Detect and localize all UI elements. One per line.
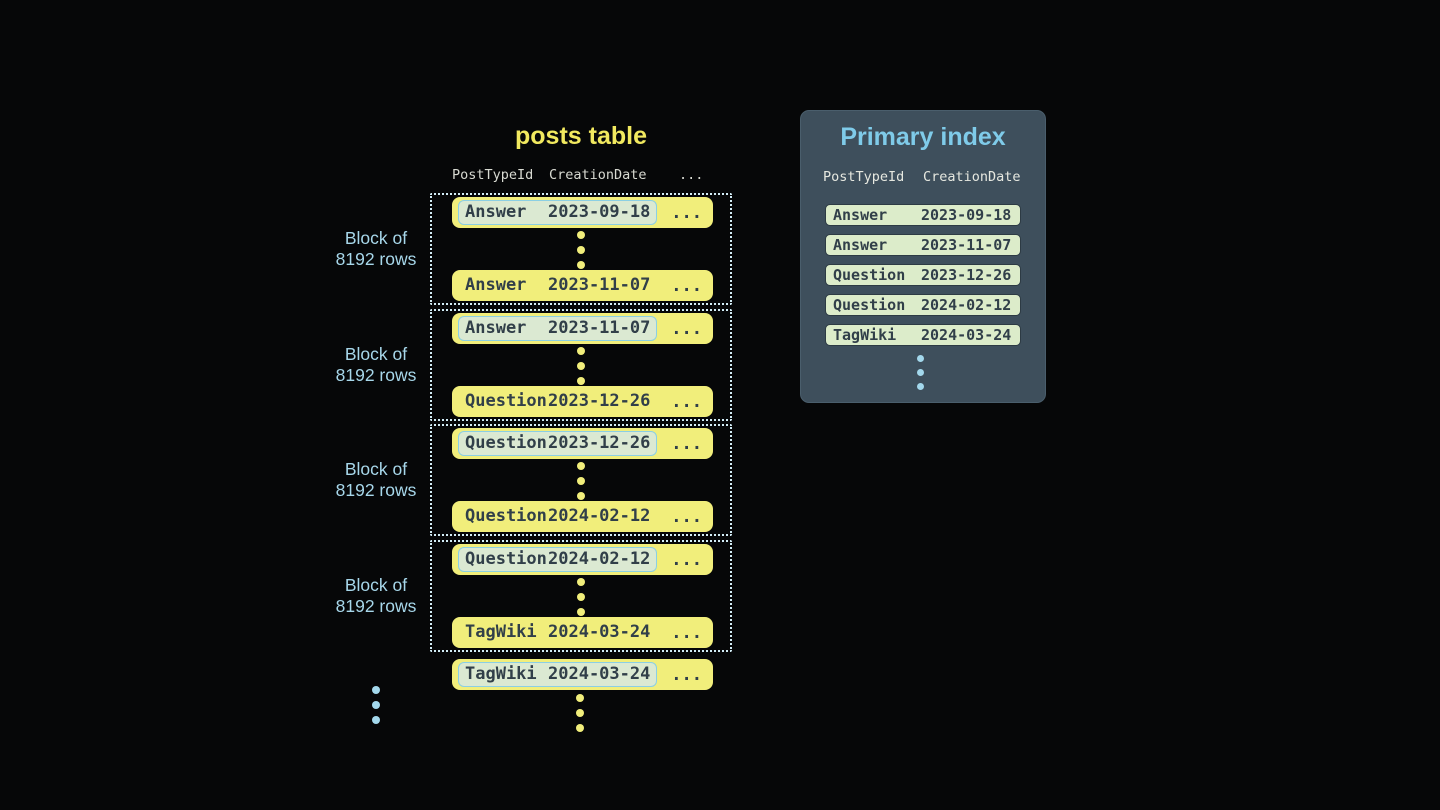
more-blocks-ellipsis-icon bbox=[372, 686, 380, 724]
table-row: TagWiki 2024-03-24 ... bbox=[452, 659, 713, 690]
creation-date-cell: 2024-03-24 bbox=[548, 664, 651, 684]
table-row: Answer 2023-11-07 ... bbox=[452, 270, 713, 301]
column-header-posttypeid: PostTypeId bbox=[452, 167, 534, 183]
row-ellipsis: ... bbox=[671, 433, 702, 454]
post-type-cell: Question bbox=[465, 549, 547, 569]
creation-date-cell: 2023-09-18 bbox=[921, 206, 1012, 224]
index-entry: Question 2023-12-26 bbox=[825, 264, 1021, 286]
post-type-cell: Answer bbox=[465, 318, 527, 338]
vertical-ellipsis-icon bbox=[577, 462, 585, 500]
column-header-more: ... bbox=[679, 167, 704, 183]
indexed-row-highlight: Answer 2023-09-18 bbox=[458, 200, 658, 225]
post-type-cell: Answer bbox=[833, 206, 888, 224]
creation-date-cell: 2023-09-18 bbox=[548, 202, 651, 222]
post-type-cell: TagWiki bbox=[465, 622, 537, 642]
block-label-line1: Block of bbox=[344, 459, 408, 479]
creation-date-cell: 2023-12-26 bbox=[548, 391, 651, 411]
table-row: Answer 2023-09-18 ... bbox=[452, 197, 713, 228]
row-ellipsis: ... bbox=[671, 664, 702, 685]
posts-table-title: posts table bbox=[515, 122, 647, 150]
row-ellipsis: ... bbox=[671, 391, 702, 412]
block-label-line2: 8192 rows bbox=[335, 596, 417, 616]
row-ellipsis: ... bbox=[671, 202, 702, 223]
row-ellipsis: ... bbox=[671, 275, 702, 296]
index-entry: Answer 2023-11-07 bbox=[825, 234, 1021, 256]
table-row: TagWiki 2024-03-24 ... bbox=[452, 617, 713, 648]
row-ellipsis: ... bbox=[671, 622, 702, 643]
creation-date-cell: 2023-11-07 bbox=[921, 236, 1012, 254]
creation-date-cell: 2024-02-12 bbox=[548, 506, 651, 526]
row-cells: Answer 2023-11-07 bbox=[458, 273, 657, 298]
index-entry: TagWiki 2024-03-24 bbox=[825, 324, 1021, 346]
block-size-label: Block of 8192 rows bbox=[316, 459, 436, 501]
index-entry: Answer 2023-09-18 bbox=[825, 204, 1021, 226]
primary-index-title: Primary index bbox=[840, 123, 1006, 151]
index-entry: Question 2024-02-12 bbox=[825, 294, 1021, 316]
row-cells: TagWiki 2024-03-24 bbox=[458, 620, 657, 645]
creation-date-cell: 2023-11-07 bbox=[548, 318, 651, 338]
posts-block-1: Answer 2023-09-18 ... Answer 2023-11-07 ..… bbox=[430, 193, 732, 305]
vertical-ellipsis-icon bbox=[577, 231, 585, 269]
block-size-label: Block of 8192 rows bbox=[316, 344, 436, 386]
block-size-label: Block of 8192 rows bbox=[316, 575, 436, 617]
post-type-cell: Question bbox=[465, 506, 547, 526]
row-ellipsis: ... bbox=[671, 549, 702, 570]
column-header-creationdate: CreationDate bbox=[549, 167, 647, 183]
post-type-cell: Answer bbox=[465, 275, 527, 295]
creation-date-cell: 2023-12-26 bbox=[921, 266, 1012, 284]
vertical-ellipsis-icon bbox=[577, 578, 585, 616]
creation-date-cell: 2024-02-12 bbox=[921, 296, 1012, 314]
block-size-label: Block of 8192 rows bbox=[316, 228, 436, 270]
post-type-cell: Question bbox=[465, 391, 547, 411]
vertical-ellipsis-icon bbox=[577, 347, 585, 385]
post-type-cell: TagWiki bbox=[465, 664, 537, 684]
creation-date-cell: 2023-12-26 bbox=[548, 433, 651, 453]
column-header-creationdate: CreationDate bbox=[923, 169, 1021, 185]
table-row: Answer 2023-11-07 ... bbox=[452, 313, 713, 344]
more-rows-ellipsis-icon bbox=[576, 694, 584, 732]
block-label-line2: 8192 rows bbox=[335, 480, 417, 500]
post-type-cell: Answer bbox=[833, 236, 888, 254]
post-type-cell: Question bbox=[833, 266, 906, 284]
post-type-cell: Answer bbox=[465, 202, 527, 222]
primary-index-header: PostTypeId CreationDate bbox=[823, 169, 1021, 185]
block-label-line2: 8192 rows bbox=[335, 249, 417, 269]
column-header-posttypeid: PostTypeId bbox=[823, 169, 905, 185]
block-label-line1: Block of bbox=[344, 575, 408, 595]
block-label-line1: Block of bbox=[344, 344, 408, 364]
post-type-cell: Question bbox=[465, 433, 547, 453]
row-ellipsis: ... bbox=[671, 318, 702, 339]
creation-date-cell: 2023-11-07 bbox=[548, 275, 651, 295]
post-type-cell: Question bbox=[833, 296, 906, 314]
post-type-cell: TagWiki bbox=[833, 326, 897, 344]
more-index-entries-ellipsis-icon bbox=[917, 355, 924, 390]
block-label-line1: Block of bbox=[344, 228, 408, 248]
indexed-row-highlight: TagWiki 2024-03-24 bbox=[458, 662, 658, 687]
indexed-row-highlight: Answer 2023-11-07 bbox=[458, 316, 658, 341]
creation-date-cell: 2024-02-12 bbox=[548, 549, 651, 569]
creation-date-cell: 2024-03-24 bbox=[548, 622, 651, 642]
row-ellipsis: ... bbox=[671, 506, 702, 527]
primary-index-panel: Primary index PostTypeId CreationDate Ans… bbox=[800, 110, 1046, 403]
posts-table-header: PostTypeId CreationDate... bbox=[452, 167, 703, 183]
creation-date-cell: 2024-03-24 bbox=[921, 326, 1012, 344]
block-label-line2: 8192 rows bbox=[335, 365, 417, 385]
